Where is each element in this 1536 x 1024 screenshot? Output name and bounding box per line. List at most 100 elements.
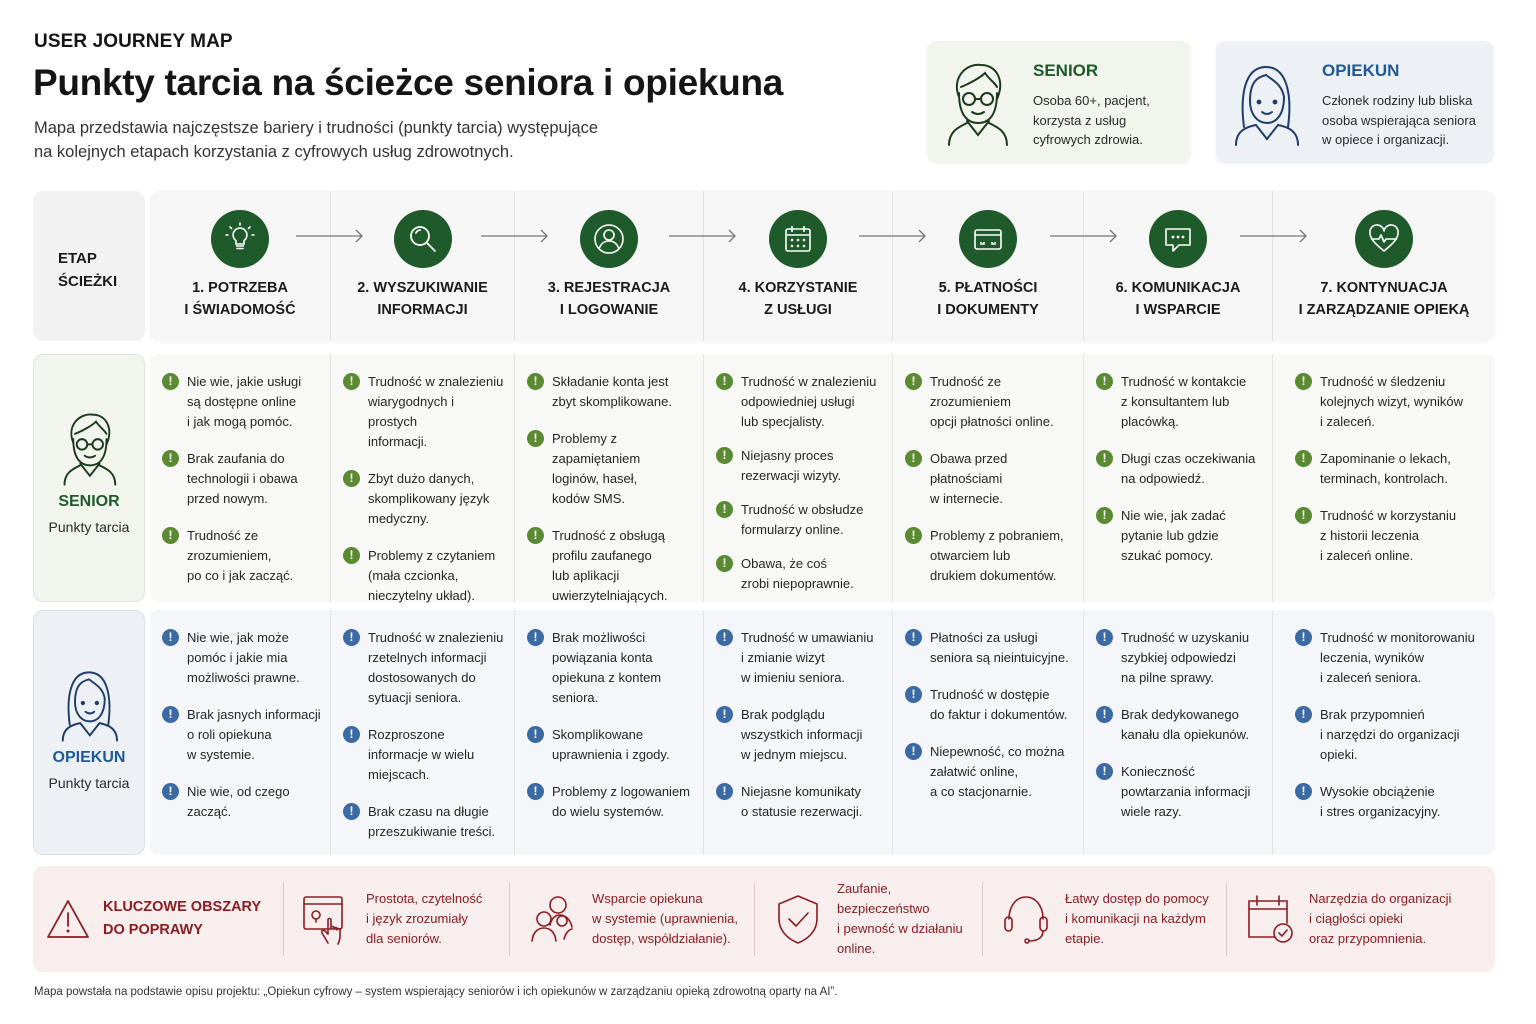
exclamation-icon: ! <box>905 527 922 544</box>
friction-cell: !Składanie konta jest zbyt skomplikowane… <box>515 354 704 603</box>
exclamation-icon: ! <box>1295 706 1312 723</box>
exclamation-icon: ! <box>343 629 360 646</box>
friction-cell: !Trudność w znalezieniu rzetelnych infor… <box>331 610 515 855</box>
exclamation-icon: ! <box>162 783 179 800</box>
friction-item: !Rozproszone informacje w wielu miejscac… <box>343 725 506 785</box>
friction-item: !Obawa, że coś zrobi niepoprawnie. <box>716 554 884 594</box>
friction-cell: !Trudność w znalezieniu odpowiedniej usł… <box>704 354 893 602</box>
exclamation-icon: ! <box>527 783 544 800</box>
stage-2: 2. WYSZUKIWANIE INFORMACJI <box>331 191 515 341</box>
friction-item: !Trudność w kontakcie z konsultantem lub… <box>1096 372 1264 432</box>
arrow-right-icon <box>859 229 926 243</box>
exclamation-icon: ! <box>162 373 179 390</box>
friction-item: !Brak podglądu wszystkich informacji w j… <box>716 705 884 765</box>
friction-item: !Niejasny proces rezerwacji wizyty. <box>716 446 884 486</box>
exclamation-icon: ! <box>1096 450 1113 467</box>
page-subtitle: Mapa przedstawia najczęstsze bariery i t… <box>34 119 598 161</box>
exclamation-icon: ! <box>905 450 922 467</box>
exclamation-icon: ! <box>716 706 733 723</box>
exclamation-icon: ! <box>527 629 544 646</box>
improvement-item: Narzędzia do organizacji i ciągłości opi… <box>1226 882 1494 956</box>
friction-item: !Trudność w umawianiu i zmianie wizyt w … <box>716 628 884 688</box>
exclamation-icon: ! <box>905 686 922 703</box>
friction-item: !Nie wie, jak może pomóc i jakie mia moż… <box>162 628 322 688</box>
stage-row-label: ETAP ŚCIEŻKI <box>33 191 145 341</box>
persona-senior-name: SENIOR <box>1033 61 1099 80</box>
arrow-right-icon <box>481 229 548 243</box>
exclamation-icon: ! <box>162 450 179 467</box>
friction-item: !Trudność z obsługą profilu zaufanego lu… <box>527 526 695 606</box>
exclamation-icon: ! <box>1096 373 1113 390</box>
friction-item: !Problemy z logowaniem do wielu systemów… <box>527 782 695 822</box>
friction-item: !Trudność w obsłudze formularzy online. <box>716 500 884 540</box>
friction-cell: !Trudność w śledzeniu kolejnych wizyt, w… <box>1273 354 1495 602</box>
friction-item: !Niepewność, co można załatwić online, a… <box>905 742 1075 802</box>
shield-check-icon <box>778 895 818 944</box>
improvement-title: KLUCZOWE OBSZARY DO POPRAWY <box>103 899 262 938</box>
friction-item: !Brak przypomnień i narzędzi do organiza… <box>1295 705 1487 765</box>
key-improvement-areas: KLUCZOWE OBSZARY DO POPRAWY Prostota, cz… <box>33 866 1495 972</box>
source-footnote: Mapa powstała na podstawie opisu projekt… <box>34 986 838 998</box>
friction-item: !Zbyt dużo danych, skomplikowany język m… <box>343 469 506 529</box>
senior-avatar-icon <box>948 63 1008 146</box>
friction-cell: !Nie wie, jakie usługi są dostępne onlin… <box>150 354 331 602</box>
stage-1-label: 1. POTRZEBA I ŚWIADOMOŚĆ <box>184 280 296 318</box>
calendar-icon <box>785 226 811 252</box>
improvement-item: Zaufanie, bezpieczeństwo i pewność w dzi… <box>754 881 982 956</box>
exclamation-icon: ! <box>527 373 544 390</box>
friction-cell: !Trudność ze zrozumieniem opcji płatnośc… <box>893 354 1084 602</box>
friction-item: !Niejasne komunikaty o statusie rezerwac… <box>716 782 884 822</box>
friction-item: !Trudność w monitorowaniu leczenia, wyni… <box>1295 628 1487 688</box>
row-senior-subtitle: Punkty tarcia <box>48 519 130 535</box>
friction-item: !Trudność w uzyskaniu szybkiej odpowiedz… <box>1096 628 1264 688</box>
improvement-header: KLUCZOWE OBSZARY DO POPRAWY <box>33 896 283 942</box>
friction-item: !Płatności za usługi seniora są nieintui… <box>905 628 1075 668</box>
friction-cell: !Płatności za usługi seniora są nieintui… <box>893 610 1084 855</box>
friction-item: !Trudność w znalezieniu rzetelnych infor… <box>343 628 506 708</box>
stage-3: 3. REJESTRACJA I LOGOWANIE <box>515 191 704 341</box>
friction-item: !Trudność ze zrozumieniem, po co i jak z… <box>162 526 322 586</box>
headset-icon <box>1004 896 1048 944</box>
friction-item: !Problemy z pobraniem, otwarciem lub dru… <box>905 526 1075 586</box>
exclamation-icon: ! <box>343 470 360 487</box>
exclamation-icon: ! <box>1096 507 1113 524</box>
exclamation-icon: ! <box>1295 783 1312 800</box>
friction-item: !Obawa przed płatnościami w internecie. <box>905 449 1075 509</box>
stage-6: 6. KOMUNIKACJA I WSPARCIE <box>1084 191 1273 341</box>
exclamation-icon: ! <box>716 629 733 646</box>
persona-opiekun-description: Członek rodziny lub bliska osoba wspiera… <box>1322 93 1476 147</box>
senior-avatar-icon <box>63 413 117 486</box>
user-profile-icon <box>594 224 624 254</box>
page-title: Punkty tarcia na ścieżce seniora i opiek… <box>33 62 784 103</box>
stage-3-label: 3. REJESTRACJA I LOGOWANIE <box>547 280 671 318</box>
warning-triangle-icon <box>47 900 89 938</box>
friction-item: !Skomplikowane uprawnienia i zgody. <box>527 725 695 765</box>
friction-item: !Brak dedykowanego kanału dla opiekunów. <box>1096 705 1264 745</box>
caregiver-avatar-icon <box>1235 65 1299 146</box>
heart-pulse-icon <box>1369 224 1399 252</box>
row-senior-name: SENIOR <box>58 493 120 510</box>
friction-cell: !Trudność w znalezieniu wiarygodnych i p… <box>331 354 515 603</box>
friction-item: !Problemy z czytaniem (mała czcionka, ni… <box>343 546 506 606</box>
exclamation-icon: ! <box>905 629 922 646</box>
exclamation-icon: ! <box>343 803 360 820</box>
friction-cell: !Trudność w monitorowaniu leczenia, wyni… <box>1273 610 1495 855</box>
exclamation-icon: ! <box>527 527 544 544</box>
friction-item: !Długi czas oczekiwania na odpowiedź. <box>1096 449 1264 489</box>
friction-item: !Brak zaufania do technologii i obawa pr… <box>162 449 322 509</box>
kicker-label: USER JOURNEY MAP <box>34 31 233 52</box>
stage-2-label: 2. WYSZUKIWANIE INFORMACJI <box>357 280 488 318</box>
friction-item: !Zapominanie o lekach, terminach, kontro… <box>1295 449 1487 489</box>
stage-4: 4. KORZYSTANIE Z USŁUGI <box>704 191 893 341</box>
arrow-right-icon <box>1050 229 1117 243</box>
friction-item: !Wysokie obciążenie i stres organizacyjn… <box>1295 782 1487 822</box>
friction-item: !Brak czasu na długie przeszukiwanie tre… <box>343 802 506 842</box>
friction-cell: !Trudność w kontakcie z konsultantem lub… <box>1084 354 1273 602</box>
arrow-right-icon <box>1240 229 1307 243</box>
exclamation-icon: ! <box>162 706 179 723</box>
friction-item: !Nie wie, jak zadać pytanie lub gdzie sz… <box>1096 506 1264 566</box>
chat-icon <box>1165 228 1191 252</box>
exclamation-icon: ! <box>162 629 179 646</box>
exclamation-icon: ! <box>905 373 922 390</box>
exclamation-icon: ! <box>716 555 733 572</box>
